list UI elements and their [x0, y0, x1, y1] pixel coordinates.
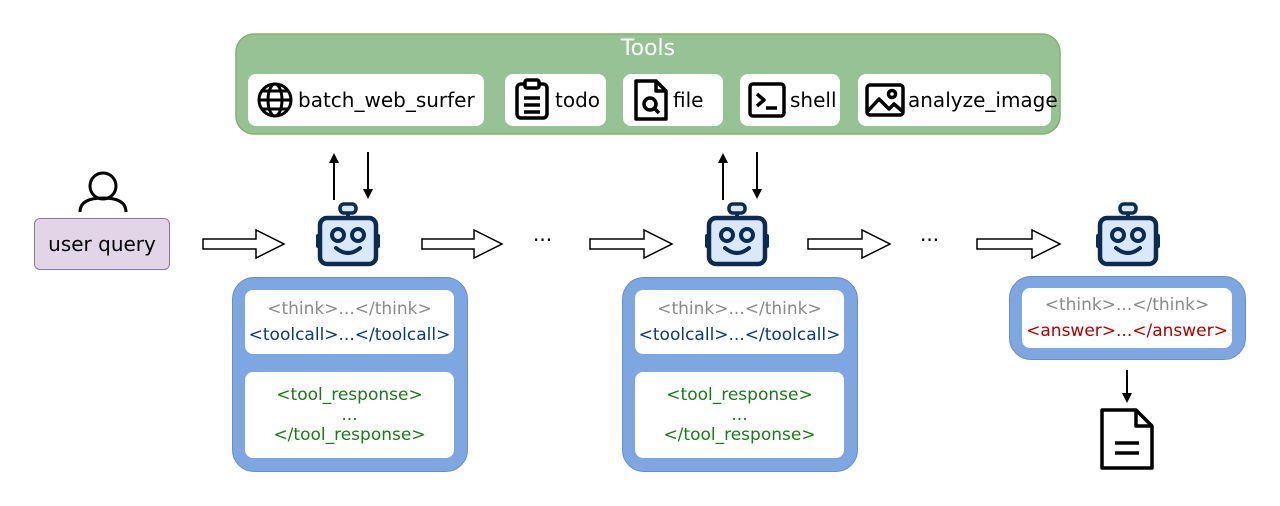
- flow-arrow-5: [976, 228, 1062, 260]
- tool-response-card: <tool_response> ... </tool_response>: [245, 372, 454, 458]
- ellipsis: ···: [920, 228, 940, 252]
- tool-label: file: [673, 88, 704, 112]
- answer-tag: <answer>...</answer>: [1026, 321, 1228, 341]
- file-search-icon: [627, 77, 673, 123]
- user-query-box: user query: [34, 218, 170, 270]
- tool-response-card: <tool_response> ... </tool_response>: [635, 372, 844, 458]
- flow-arrow-4: [807, 228, 892, 260]
- tool-shell: shell: [740, 74, 840, 126]
- toolcall-tag: <toolcall>...</toolcall>: [638, 325, 841, 345]
- clipboard-icon: [509, 77, 555, 123]
- tool-response-dots: ...: [731, 405, 748, 425]
- flow-arrow-2: [421, 228, 504, 260]
- reasoning-card: <think>...</think> <toolcall>...</toolca…: [245, 290, 454, 354]
- flow-arrow-3: [589, 228, 674, 260]
- robot-icon: [1096, 204, 1160, 264]
- step-container-1: <think>...</think> <toolcall>...</toolca…: [232, 277, 468, 472]
- flow-arrows: [202, 228, 1062, 260]
- image-icon: [862, 77, 908, 123]
- tool-label: todo: [555, 88, 601, 112]
- reasoning-card: <think>...</think> <toolcall>...</toolca…: [635, 290, 844, 354]
- tool-response-open: <tool_response>: [276, 385, 423, 405]
- tools-title: Tools: [620, 36, 676, 61]
- think-tag: <think>...</think>: [267, 299, 432, 319]
- step-container-2: <think>...</think> <toolcall>...</toolca…: [622, 277, 858, 472]
- answer-card: <think>...</think> <answer>...</answer>: [1022, 288, 1232, 348]
- tool-response-close: </tool_response>: [663, 425, 816, 445]
- final-step-container: <think>...</think> <answer>...</answer>: [1009, 276, 1246, 360]
- tool-response-open: <tool_response>: [666, 385, 813, 405]
- robot-icon: [316, 204, 380, 264]
- think-tag: <think>...</think>: [657, 299, 822, 319]
- tool-analyze-image: analyze_image: [858, 74, 1058, 126]
- tool-response-close: </tool_response>: [273, 425, 426, 445]
- document-icon: [1100, 408, 1154, 470]
- tool-todo: todo: [505, 74, 606, 126]
- terminal-icon: [744, 77, 790, 123]
- tool-label: shell: [790, 88, 837, 112]
- tool-batch-web-surfer: batch_web_surfer: [248, 74, 484, 126]
- flow-arrow-1: [202, 228, 286, 260]
- user-icon: [78, 171, 128, 213]
- tool-label: batch_web_surfer: [298, 88, 475, 112]
- tool-response-dots: ...: [341, 405, 358, 425]
- robot-icon: [705, 204, 769, 264]
- toolcall-tag: <toolcall>...</toolcall>: [248, 325, 451, 345]
- tool-label: analyze_image: [908, 88, 1058, 112]
- think-tag: <think>...</think>: [1044, 295, 1210, 315]
- tool-file: file: [623, 74, 723, 126]
- globe-icon: [252, 77, 298, 123]
- ellipsis: ···: [533, 228, 553, 252]
